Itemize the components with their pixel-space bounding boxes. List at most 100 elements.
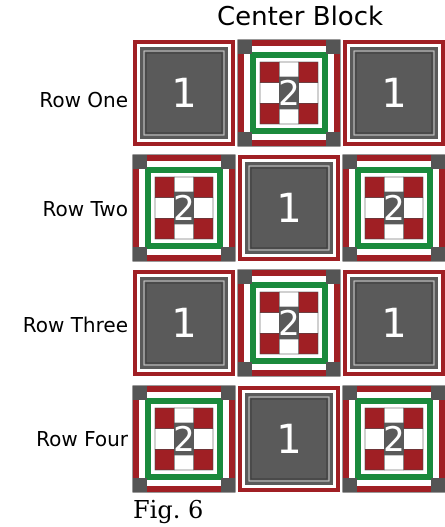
block-2-right-green-strip [427, 169, 433, 247]
quilt-block-2: 2 [133, 155, 235, 261]
nine-patch-square [260, 292, 279, 313]
block-2-bottom-red-strip [357, 255, 431, 261]
nine-patch-square [194, 198, 213, 219]
block-2-top-red-strip [252, 40, 326, 46]
block-2-top-red-strip [252, 270, 326, 276]
block-2-top-green-strip [357, 167, 431, 173]
block-number-1: 1 [276, 186, 301, 232]
block-2-corner-square [221, 247, 235, 261]
nine-patch-square [365, 177, 384, 198]
block-2-left-white-strip [244, 54, 250, 132]
block-2-corner-square [238, 132, 252, 146]
nine-patch-square [365, 429, 384, 450]
block-2-right-green-strip [322, 54, 328, 132]
block-number-2: 2 [383, 420, 405, 460]
block-2-top-red-strip [147, 155, 221, 161]
block-2-bottom-red-strip [147, 486, 221, 492]
block-2-bottom-white-strip [147, 480, 221, 486]
block-2-bottom-white-strip [357, 480, 431, 486]
block-number-2: 2 [173, 189, 195, 229]
block-2-left-red-strip [238, 284, 244, 362]
block-2-left-green-strip [145, 400, 151, 478]
block-2-top-white-strip [357, 392, 431, 398]
nine-patch-square [194, 449, 213, 470]
block-2-corner-square [343, 247, 357, 261]
block-2-left-red-strip [343, 400, 349, 478]
nine-patch-square [260, 83, 279, 104]
block-2-left-white-strip [349, 169, 355, 247]
block-2-bottom-white-strip [252, 364, 326, 370]
nine-patch-square [365, 198, 384, 219]
block-2-left-white-strip [349, 400, 355, 478]
block-2-right-red-strip [439, 169, 445, 247]
block-2-right-white-strip [433, 400, 439, 478]
block-2-left-white-strip [139, 400, 145, 478]
nine-patch-square [260, 313, 279, 334]
block-2-top-red-strip [357, 386, 431, 392]
block-2-corner-square [133, 155, 147, 169]
block-2-corner-square [133, 386, 147, 400]
block-2-bottom-red-strip [252, 140, 326, 146]
quilt-row-3: 121 [133, 270, 445, 376]
block-2-right-white-strip [328, 54, 334, 132]
quilt-row-4: 2 1 2 [133, 386, 445, 492]
quilt-block-1: 1 [133, 270, 235, 376]
block-2-corner-square [431, 386, 445, 400]
block-2-right-red-strip [334, 284, 340, 362]
block-number-1: 1 [381, 71, 406, 117]
quilt-block-2: 2 [238, 40, 340, 146]
block-2-corner-square [431, 155, 445, 169]
block-2-corner-square [133, 247, 147, 261]
block-2-corner-square [221, 155, 235, 169]
block-2-bottom-green-strip [147, 474, 221, 480]
nine-patch-square [404, 449, 423, 470]
block-2-left-green-strip [145, 169, 151, 247]
nine-patch-square [404, 408, 423, 429]
block-2-bottom-green-strip [357, 474, 431, 480]
nine-patch-square [365, 218, 384, 239]
block-2-top-white-strip [147, 161, 221, 167]
block-2-left-white-strip [244, 284, 250, 362]
nine-patch-square [299, 62, 318, 83]
quilt-block-1: 1 [238, 155, 340, 261]
block-number-1: 1 [276, 417, 301, 463]
block-number-2: 2 [383, 189, 405, 229]
nine-patch-square [260, 103, 279, 124]
nine-patch-square [299, 103, 318, 124]
block-2-left-white-strip [139, 169, 145, 247]
block-2-corner-square [326, 270, 340, 284]
block-2-bottom-white-strip [147, 249, 221, 255]
nine-patch-square [155, 218, 174, 239]
nine-patch-square [299, 83, 318, 104]
nine-patch-square [365, 408, 384, 429]
nine-patch-square [260, 62, 279, 83]
quilt-block-1: 1 [238, 386, 340, 492]
block-2-corner-square [238, 40, 252, 54]
block-number-2: 2 [173, 420, 195, 460]
block-2-top-red-strip [147, 386, 221, 392]
block-2-top-green-strip [147, 398, 221, 404]
block-2-corner-square [431, 247, 445, 261]
block-number-2: 2 [278, 74, 300, 114]
block-2-right-white-strip [433, 169, 439, 247]
block-2-right-red-strip [439, 400, 445, 478]
nine-patch-square [299, 313, 318, 334]
block-2-bottom-red-strip [147, 255, 221, 261]
nine-patch-square [299, 333, 318, 354]
block-2-corner-square [133, 478, 147, 492]
block-2-bottom-red-strip [357, 486, 431, 492]
block-2-top-white-strip [252, 276, 326, 282]
nine-patch-square [194, 218, 213, 239]
block-2-corner-square [343, 478, 357, 492]
nine-patch-square [404, 198, 423, 219]
block-2-corner-square [221, 386, 235, 400]
quilt-row-1: 121 [133, 40, 445, 146]
block-number-1: 1 [171, 301, 196, 347]
quilt-block-1: 1 [343, 270, 445, 376]
block-2-left-green-strip [250, 54, 256, 132]
quilt-row-2: 2 1 2 [133, 155, 445, 261]
quilt-block-2: 2 [238, 270, 340, 376]
nine-patch-square [155, 429, 174, 450]
block-2-right-white-strip [328, 284, 334, 362]
